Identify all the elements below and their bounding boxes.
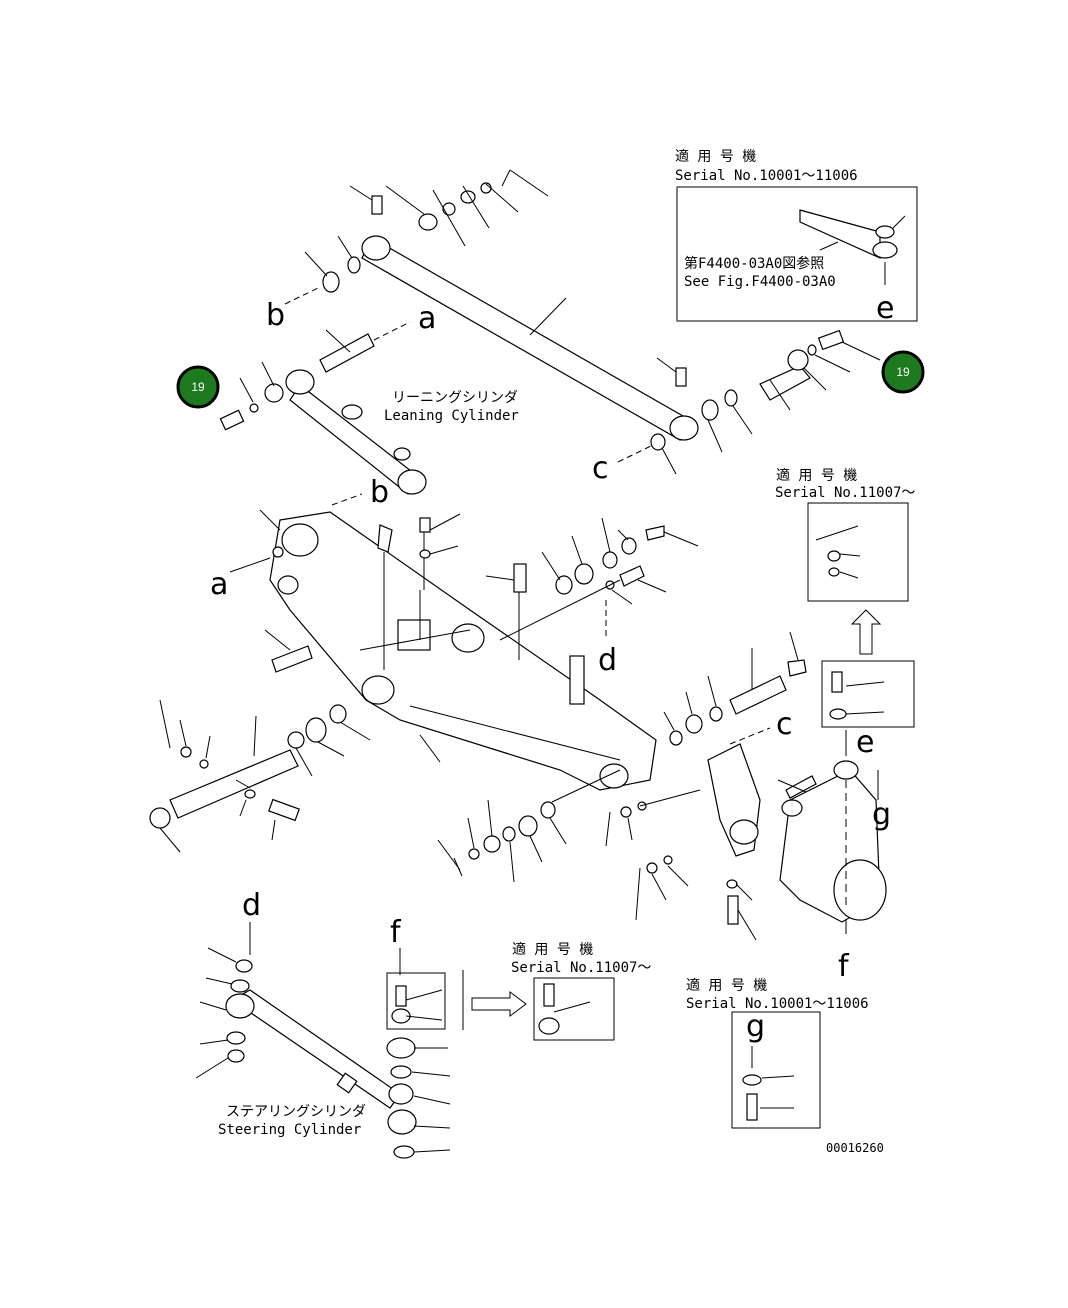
steering-knuckle: f e g bbox=[605, 725, 891, 984]
inset-top-arm bbox=[799, 209, 881, 259]
letter-a-mid: a bbox=[210, 567, 228, 602]
inset-bottom-frame bbox=[731, 1011, 821, 1129]
badge-label-left: 19 bbox=[191, 380, 205, 394]
letter-d-bottom: d bbox=[242, 888, 261, 923]
steering-cylinder-en: Steering Cylinder bbox=[218, 1122, 361, 1138]
leaning-pin-right bbox=[759, 329, 881, 411]
tie-rod: b c bbox=[266, 169, 753, 486]
inset-top: 適 用 号 機 Serial No.10001～11006 第F4400-03A… bbox=[675, 148, 918, 326]
tie-rod-eye-right bbox=[669, 415, 699, 441]
inset-right: 適 用 号 機 Serial No.11007～ bbox=[775, 467, 915, 728]
tie-rod-eye-left bbox=[361, 235, 391, 261]
steering-cylinder: d ステアリングシリンダ Steering Cylinder bbox=[195, 888, 417, 1138]
inset-bottom: 適 用 号 機 Serial No.10001～11006 g bbox=[686, 977, 869, 1129]
ball-joint-frame bbox=[386, 972, 446, 1030]
inset-bottom-serial: Serial No.10001～11006 bbox=[686, 996, 869, 1012]
inset-top-ref-jp: 第F4400-03A0図参照 bbox=[684, 255, 824, 272]
letter-b-top: b bbox=[266, 298, 285, 333]
inset-right-frame bbox=[807, 502, 909, 602]
letter-g-bottom: g bbox=[746, 1009, 765, 1044]
center-pivot-parts: d bbox=[485, 517, 699, 678]
ball-joint-arrow bbox=[471, 991, 527, 1017]
steering-cylinder-jp: ステアリングシリンダ bbox=[226, 1104, 366, 1120]
letter-a-top: a bbox=[418, 301, 436, 336]
inset-mid: 適 用 号 機 Serial No.11007～ bbox=[511, 941, 651, 1041]
part-badge-19-right[interactable]: 19 bbox=[881, 350, 925, 394]
grease-fitting-right bbox=[675, 367, 687, 387]
inset-right-lower-frame bbox=[821, 660, 915, 728]
leaning-cylinder-jp: リーニングシリンダ bbox=[392, 390, 518, 406]
letter-c-mid: c bbox=[776, 707, 793, 742]
inset-top-serial: Serial No.10001～11006 bbox=[675, 168, 858, 184]
leaning-cylinder: リーニングシリンダ Leaning Cylinder b bbox=[285, 369, 519, 510]
front-axle-frame: a bbox=[210, 509, 657, 791]
lower-bushings bbox=[437, 769, 621, 883]
letter-g-mid: g bbox=[872, 797, 891, 832]
knuckle-pin-parts: c bbox=[663, 631, 807, 746]
inset-right-arrow bbox=[850, 609, 882, 655]
inset-right-serial: Serial No.11007～ bbox=[775, 485, 915, 501]
grease-fitting-left bbox=[371, 195, 383, 215]
part-badge-19-left[interactable]: 19 bbox=[176, 365, 220, 409]
inset-right-jp-title: 適 用 号 機 bbox=[776, 467, 857, 484]
letter-d-mid: d bbox=[598, 643, 617, 678]
axle-pin-left bbox=[149, 699, 371, 853]
badge-label-right: 19 bbox=[896, 365, 910, 379]
letter-f-right: f bbox=[838, 949, 850, 984]
inset-mid-jp-title: 適 用 号 機 bbox=[512, 941, 593, 958]
letter-e-mid: e bbox=[856, 725, 874, 760]
axle-pin bbox=[169, 749, 299, 819]
leaning-pin-left: a bbox=[219, 301, 436, 431]
drawing-number: 00016260 bbox=[826, 1141, 884, 1155]
inset-top-jp-title: 適 用 号 機 bbox=[675, 148, 756, 165]
inset-top-ball bbox=[872, 241, 898, 259]
inset-top-cap bbox=[875, 225, 895, 239]
inset-bottom-jp-title: 適 用 号 機 bbox=[686, 977, 767, 994]
letter-f-left: f bbox=[390, 915, 402, 950]
letter-e-top: e bbox=[876, 291, 894, 326]
leaning-cylinder-en: Leaning Cylinder bbox=[384, 408, 519, 424]
inset-top-frame bbox=[676, 186, 918, 322]
inset-mid-frame bbox=[533, 977, 615, 1041]
inset-mid-serial: Serial No.11007～ bbox=[511, 960, 651, 976]
letter-b-mid: b bbox=[370, 475, 389, 510]
letter-c-top: c bbox=[592, 451, 609, 486]
ball-joint-parts: f bbox=[386, 915, 527, 1159]
inset-top-ref-en: See Fig.F4400-03A0 bbox=[684, 274, 836, 290]
